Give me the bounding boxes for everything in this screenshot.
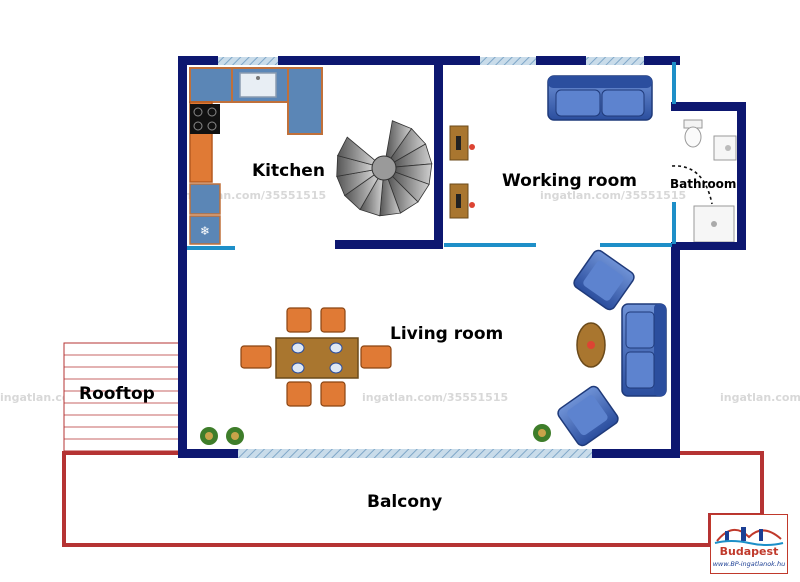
sofa-icon xyxy=(621,303,667,397)
plant-icon xyxy=(200,427,218,445)
sink-icon xyxy=(239,72,277,98)
logo-brand: Budapest xyxy=(719,545,779,558)
sofa-icon xyxy=(547,75,653,121)
kitchen-label: Kitchen xyxy=(252,161,325,181)
logo-website: www.BP-ingatlanok.hu xyxy=(712,560,786,568)
rooftop-label: Rooftop xyxy=(79,384,155,404)
thin-walls xyxy=(187,62,676,250)
plant-icon xyxy=(533,424,551,442)
windows xyxy=(216,57,646,458)
desk-icon xyxy=(449,125,475,161)
toilet-icon xyxy=(683,119,703,148)
plant-icon xyxy=(226,427,244,445)
watermark-text: ingatlan.com/35551515 xyxy=(720,391,800,404)
bathroom-label: Bathroom xyxy=(670,177,736,191)
stair-core xyxy=(371,155,397,181)
bathroom-door-arc xyxy=(671,165,713,205)
shower-icon xyxy=(693,205,735,243)
armchair-icon xyxy=(557,385,619,447)
dining-table-icon xyxy=(240,307,392,407)
watermark-text: ingatlan.com/35551515 xyxy=(540,189,686,202)
armchair-icon xyxy=(573,249,635,311)
balcony-label: Balcony xyxy=(367,492,442,512)
walls xyxy=(178,56,746,458)
stove-icon xyxy=(190,104,220,134)
desk-icon xyxy=(449,183,475,219)
living-room-label: Living room xyxy=(390,324,503,344)
kitchen-counters: ❄ xyxy=(189,67,323,245)
fridge-icon: ❄ xyxy=(189,183,221,245)
skyline-icon xyxy=(714,527,784,546)
spiral-staircase-icon xyxy=(336,120,433,217)
company-logo: Budapest www.BP-ingatlanok.hu xyxy=(710,514,788,574)
working-room-label: Working room xyxy=(502,171,637,191)
svg-text:❄: ❄ xyxy=(200,224,210,238)
watermark-text: ingatlan.com/35551515 xyxy=(362,391,508,404)
coffee-table-icon xyxy=(576,322,606,368)
sink-icon xyxy=(713,135,737,161)
